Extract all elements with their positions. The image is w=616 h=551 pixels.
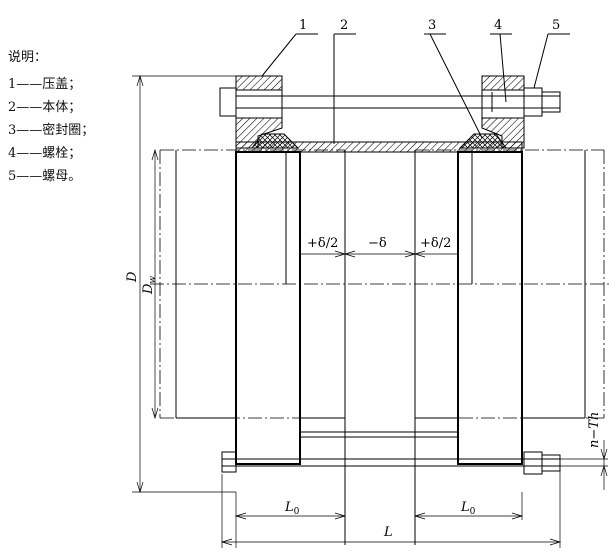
svg-text:L: L xyxy=(383,525,393,540)
dim-Dw: Dw xyxy=(141,148,159,420)
legend: 说明： 1——压盖； 2——本体； 3——密封圈； 4——螺栓； 5——螺母。 xyxy=(8,46,94,188)
dim-L: L xyxy=(220,466,562,548)
callout-2: 2 xyxy=(340,18,348,33)
callout-1: 1 xyxy=(299,18,307,33)
svg-text:D: D xyxy=(125,271,140,283)
svg-text:L0: L0 xyxy=(460,500,476,517)
dim-L0-right: L0 xyxy=(413,492,524,520)
dim-gap: +δ/2 −δ +δ/2 xyxy=(300,236,458,258)
legend-item-1: 1——压盖； xyxy=(8,77,82,92)
gap-right-label: +δ/2 xyxy=(420,236,451,251)
legend-title: 说明： xyxy=(8,50,48,65)
callout-5: 5 xyxy=(552,18,560,33)
legend-item-4: 4——螺栓； xyxy=(8,146,82,161)
legend-item-2: 2——本体； xyxy=(8,100,82,115)
pipe-right xyxy=(344,149,605,545)
callout-3: 3 xyxy=(428,18,436,33)
seal-ring-left xyxy=(251,133,300,149)
legend-item-5: 5——螺母。 xyxy=(8,169,82,184)
gland-left xyxy=(235,75,283,149)
gap-left-label: +δ/2 xyxy=(307,236,338,251)
svg-text:n−Th: n−Th xyxy=(587,412,602,448)
svg-text:Dw: Dw xyxy=(141,276,158,295)
dim-L0-left: L0 xyxy=(234,492,347,548)
legend-item-3: 3——密封圈； xyxy=(8,123,95,138)
dim-holes: n−Th xyxy=(560,412,608,490)
seal-ring-right xyxy=(458,133,507,149)
bolt-bottom xyxy=(221,451,561,475)
gap-mid-label: −δ xyxy=(368,236,387,251)
dim-D: D xyxy=(125,74,236,494)
bolt-top xyxy=(219,87,561,117)
body-sleeve xyxy=(235,141,523,465)
callouts: 1 2 3 4 5 xyxy=(261,18,570,144)
svg-text:L0: L0 xyxy=(284,500,300,517)
callout-4: 4 xyxy=(494,18,502,33)
